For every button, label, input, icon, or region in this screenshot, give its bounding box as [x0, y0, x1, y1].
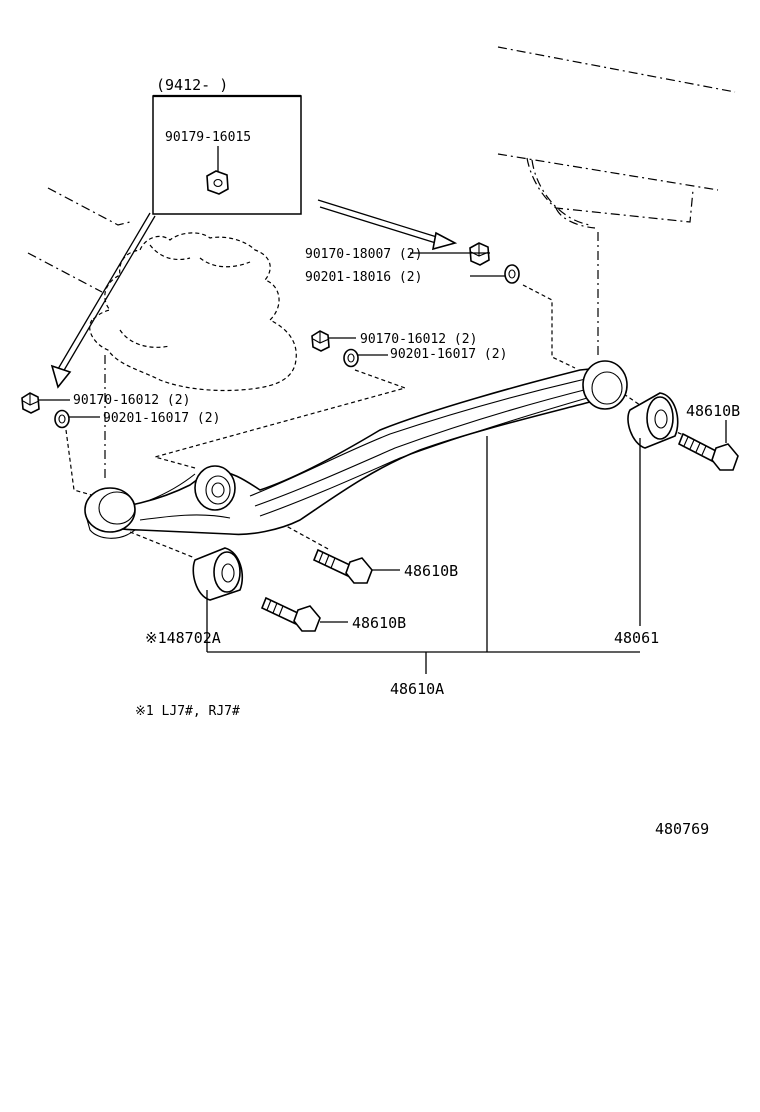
leader-arrows [50, 199, 458, 389]
nut-upper-right-icon [469, 242, 490, 266]
nut-left-icon [21, 392, 40, 414]
label-nut-middle: 90170-16012 (2) [360, 332, 477, 347]
bolt-center-lower-icon [260, 596, 321, 632]
diagram-id: 480769 [655, 820, 709, 838]
control-arm [84, 360, 628, 539]
footnote: ※1 LJ7#, RJ7# [135, 704, 240, 719]
label-bolt-right: 48610B [686, 402, 740, 420]
bolt-right-icon [677, 432, 739, 471]
left-body-outline [27, 187, 297, 392]
label-bushing-right: 48061 [614, 629, 659, 647]
bushing-left-icon [192, 547, 244, 601]
inset-date-range: (9412- ) [156, 76, 228, 94]
label-washer-middle: 90201-16017 (2) [390, 347, 507, 362]
label-arm-assembly: 48610A [390, 680, 444, 698]
inset-box: (9412- ) 90179-16015 [152, 76, 302, 215]
nut-middle-icon [311, 330, 330, 352]
washer-left-icon [54, 409, 70, 429]
label-washer-upper-right: 90201-18016 (2) [305, 270, 422, 285]
washer-upper-right-icon [504, 264, 520, 284]
label-bushing-left: ※148702A [145, 629, 221, 647]
bushing-right-icon [627, 392, 679, 449]
inset-nut-icon [206, 170, 229, 195]
bolt-center-upper-icon [312, 548, 373, 584]
label-nut-left: 90170-16012 (2) [73, 393, 190, 408]
body-frame-outline [497, 46, 736, 229]
label-washer-left: 90201-16017 (2) [103, 411, 220, 426]
inset-part-number: 90179-16015 [165, 130, 251, 145]
washer-middle-icon [343, 348, 359, 368]
label-bolt-center-upper: 48610B [404, 562, 458, 580]
alignment-lines [65, 232, 689, 559]
label-bolt-center-lower: 48610B [352, 614, 406, 632]
assembly-bracket [206, 436, 641, 674]
label-nut-upper-right: 90170-18007 (2) [305, 247, 422, 262]
